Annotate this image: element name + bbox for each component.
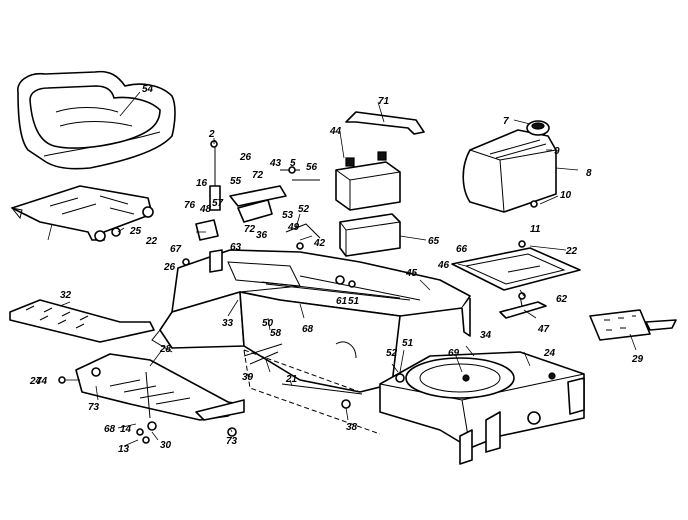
callout-label: 73 — [88, 402, 100, 413]
callout-label: 49 — [287, 222, 300, 233]
callout-label: 26 — [163, 262, 176, 273]
fuel-tank — [462, 120, 557, 213]
tank-mounting-plate — [451, 247, 581, 291]
callout-label: 50 — [262, 318, 274, 329]
callout-label: 13 — [118, 444, 130, 455]
callout-label: 36 — [256, 230, 268, 241]
callout-label: 30 — [160, 440, 172, 451]
callout-label: 44 — [329, 126, 342, 137]
callout-label: 5 — [290, 158, 296, 169]
callout-label: 34 — [480, 330, 492, 341]
callout-label: 42 — [313, 238, 326, 249]
callout-label: 25 — [129, 226, 142, 237]
callout-label: 32 — [60, 290, 72, 301]
callout-label: 69 — [448, 348, 460, 359]
callout-label: 45 — [405, 268, 418, 279]
callout-label: 51 — [402, 338, 414, 349]
seat-pan — [10, 185, 154, 242]
callout-label: 24 — [543, 348, 556, 359]
callout-label: 51 — [348, 296, 360, 307]
hardware — [58, 140, 538, 444]
callout-label: 10 — [560, 190, 572, 201]
callout-label: 76 — [184, 200, 196, 211]
callout-label: 8 — [586, 168, 592, 179]
callout-label: 65 — [428, 236, 440, 247]
callout-label: 14 — [120, 424, 132, 435]
callout-label: 43 — [269, 158, 282, 169]
callout-label: 56 — [306, 162, 318, 173]
floor-pan — [75, 353, 245, 421]
callout-label: 55 — [230, 176, 242, 187]
callout-label: 62 — [556, 294, 568, 305]
callout-label: 72 — [252, 170, 264, 181]
callout-label: 38 — [346, 422, 358, 433]
callout-label: 21 — [285, 374, 298, 385]
callout-label: 54 — [142, 84, 154, 95]
callout-label: 68 — [104, 424, 116, 435]
callout-label: 53 — [282, 210, 294, 221]
callout-label: 67 — [170, 244, 182, 255]
callout-label: 7 — [503, 116, 509, 127]
callout-label: 22 — [145, 236, 158, 247]
battery-hold-down — [345, 111, 425, 135]
callout-label: 11 — [530, 224, 541, 235]
callout-label: 71 — [378, 96, 390, 107]
control-linkage — [195, 140, 526, 409]
callout-label: 68 — [302, 324, 314, 335]
callout-label: 52 — [386, 348, 398, 359]
leader-lines — [47, 91, 637, 447]
callout-label: 73 — [226, 436, 238, 447]
callout-label: 26 — [239, 152, 252, 163]
callout-label: 57 — [212, 198, 224, 209]
footrest-left — [9, 299, 155, 343]
callout-label: 52 — [298, 204, 310, 215]
seat — [17, 70, 176, 170]
callout-label: 22 — [565, 246, 578, 257]
callout-label: 66 — [456, 244, 468, 255]
callout-label: 16 — [196, 178, 208, 189]
callout-label: 33 — [222, 318, 234, 329]
callout-label: 58 — [270, 328, 282, 339]
callout-label: 2 — [208, 129, 215, 140]
callout-label: 61 — [336, 296, 348, 307]
callout-label: 63 — [230, 242, 242, 253]
callout-label: 74 — [36, 376, 48, 387]
callout-label: 72 — [244, 224, 256, 235]
callout-labels: 2 5 7 8 9 10 11 13 14 16 21 22 22 24 24 … — [29, 84, 644, 455]
footrest-right — [589, 309, 677, 341]
chassis-frame — [379, 351, 585, 465]
callout-label: 28 — [159, 344, 172, 355]
battery — [335, 151, 401, 211]
callout-label: 24 — [29, 376, 42, 387]
callout-label: 39 — [242, 372, 254, 383]
callout-label: 9 — [554, 146, 560, 157]
callout-label: 29 — [631, 354, 644, 365]
callout-label: 47 — [537, 324, 550, 335]
callout-label: 48 — [199, 204, 212, 215]
body-frame — [151, 249, 471, 435]
battery-tray — [339, 213, 401, 257]
tank-bracket — [499, 292, 547, 319]
callout-label: 46 — [437, 260, 450, 271]
